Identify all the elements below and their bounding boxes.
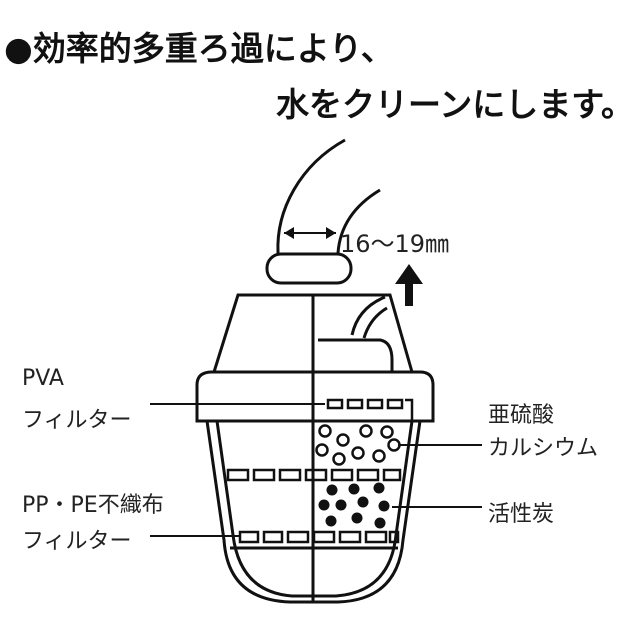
activated-carbon-granules	[318, 482, 390, 529]
dimension-label: 16〜19㎜	[340, 230, 450, 258]
pp-pe-label-line-1: PP・PE不織布	[22, 493, 164, 518]
calcium-label-line-1: 亜硫酸	[488, 403, 555, 428]
pva-label-line-2: フィルター	[22, 408, 132, 433]
leader-lines	[150, 403, 482, 537]
calcium-label-line-2: カルシウム	[488, 436, 599, 461]
pp-pe-label-line-2: フィルター	[22, 529, 132, 554]
faucet-nozzle	[265, 252, 353, 285]
faucet-pipe-outer	[276, 138, 346, 254]
pva-filter-row	[326, 398, 414, 420]
pva-label-line-1: PVA	[22, 366, 64, 391]
carbon-label: 活性炭	[488, 502, 555, 527]
up-arrow-icon	[395, 264, 423, 306]
heading-line-1: ●効率的多重ろ過により、	[4, 29, 394, 68]
calcium-sulfite-granules	[315, 424, 401, 466]
faucet-pipe-inner	[336, 188, 381, 254]
middle-filter-row	[226, 468, 402, 482]
filter-cap	[195, 370, 435, 423]
pp-pe-filter-row	[238, 530, 400, 544]
heading-line-2: 水をクリーンにします。	[275, 85, 634, 124]
